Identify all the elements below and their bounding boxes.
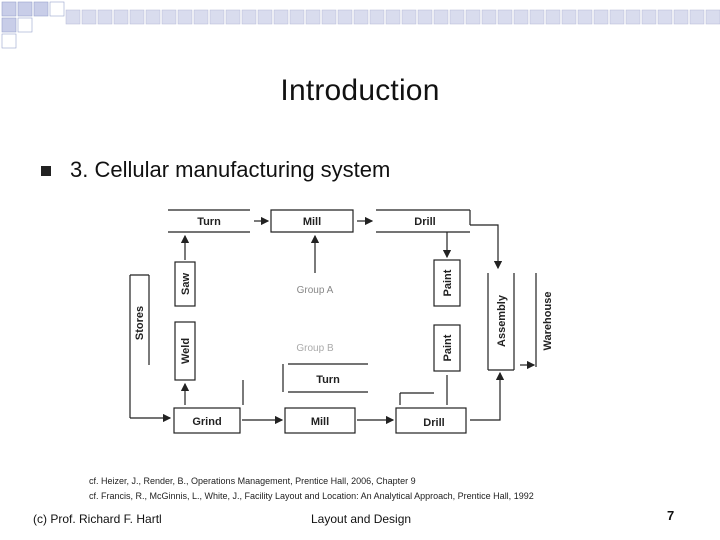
footer-author: (c) Prof. Richard F. Hartl bbox=[33, 512, 162, 526]
slide-title: Introduction bbox=[280, 74, 440, 107]
drill-bottom-label: Drill bbox=[423, 417, 444, 429]
warehouse-label: Warehouse bbox=[542, 292, 554, 351]
weld-label: Weld bbox=[180, 338, 192, 364]
paint-bottom-label: Paint bbox=[442, 334, 454, 361]
cellular-manufacturing-diagram: Turn Mill Drill Stores Saw Weld Group A … bbox=[129, 209, 554, 434]
group-b-label: Group B bbox=[296, 343, 334, 354]
assembly-label: Assembly bbox=[496, 294, 508, 347]
bullet-text: 3. Cellular manufacturing system bbox=[70, 157, 391, 182]
mill-top-box bbox=[270, 209, 354, 233]
paint-bottom-box bbox=[433, 324, 461, 372]
drill-top-box bbox=[376, 209, 471, 233]
turn-top-box bbox=[168, 209, 250, 233]
mill-top-label: Mill bbox=[303, 216, 321, 228]
saw-label: Saw bbox=[180, 273, 192, 295]
paint-top-box bbox=[433, 259, 461, 307]
citation-2: cf. Francis, R., McGinnis, L., White, J.… bbox=[89, 491, 534, 501]
bullet-square-icon bbox=[41, 166, 51, 176]
stores-label: Stores bbox=[134, 306, 146, 340]
mill-bottom-box bbox=[284, 407, 356, 434]
paint-top-label: Paint bbox=[442, 269, 454, 296]
mill-bottom-label: Mill bbox=[311, 416, 329, 428]
turn-bottom-box bbox=[288, 363, 368, 393]
assembly-box bbox=[487, 273, 515, 371]
weld-box bbox=[174, 321, 196, 381]
drill-bottom-box bbox=[395, 407, 467, 434]
turn-bottom-label: Turn bbox=[316, 374, 340, 386]
saw-box bbox=[174, 261, 196, 307]
page-number: 7 bbox=[667, 508, 675, 523]
turn-top-label: Turn bbox=[197, 216, 221, 228]
drill-top-label: Drill bbox=[414, 216, 435, 228]
citation-1: cf. Heizer, J., Render, B., Operations M… bbox=[89, 476, 416, 486]
grind-box bbox=[173, 407, 241, 434]
stores-box bbox=[129, 274, 150, 418]
corner-decoration bbox=[0, 0, 720, 49]
footer-topic: Layout and Design bbox=[311, 512, 412, 526]
group-a-label: Group A bbox=[297, 285, 334, 296]
grind-label: Grind bbox=[192, 416, 221, 428]
